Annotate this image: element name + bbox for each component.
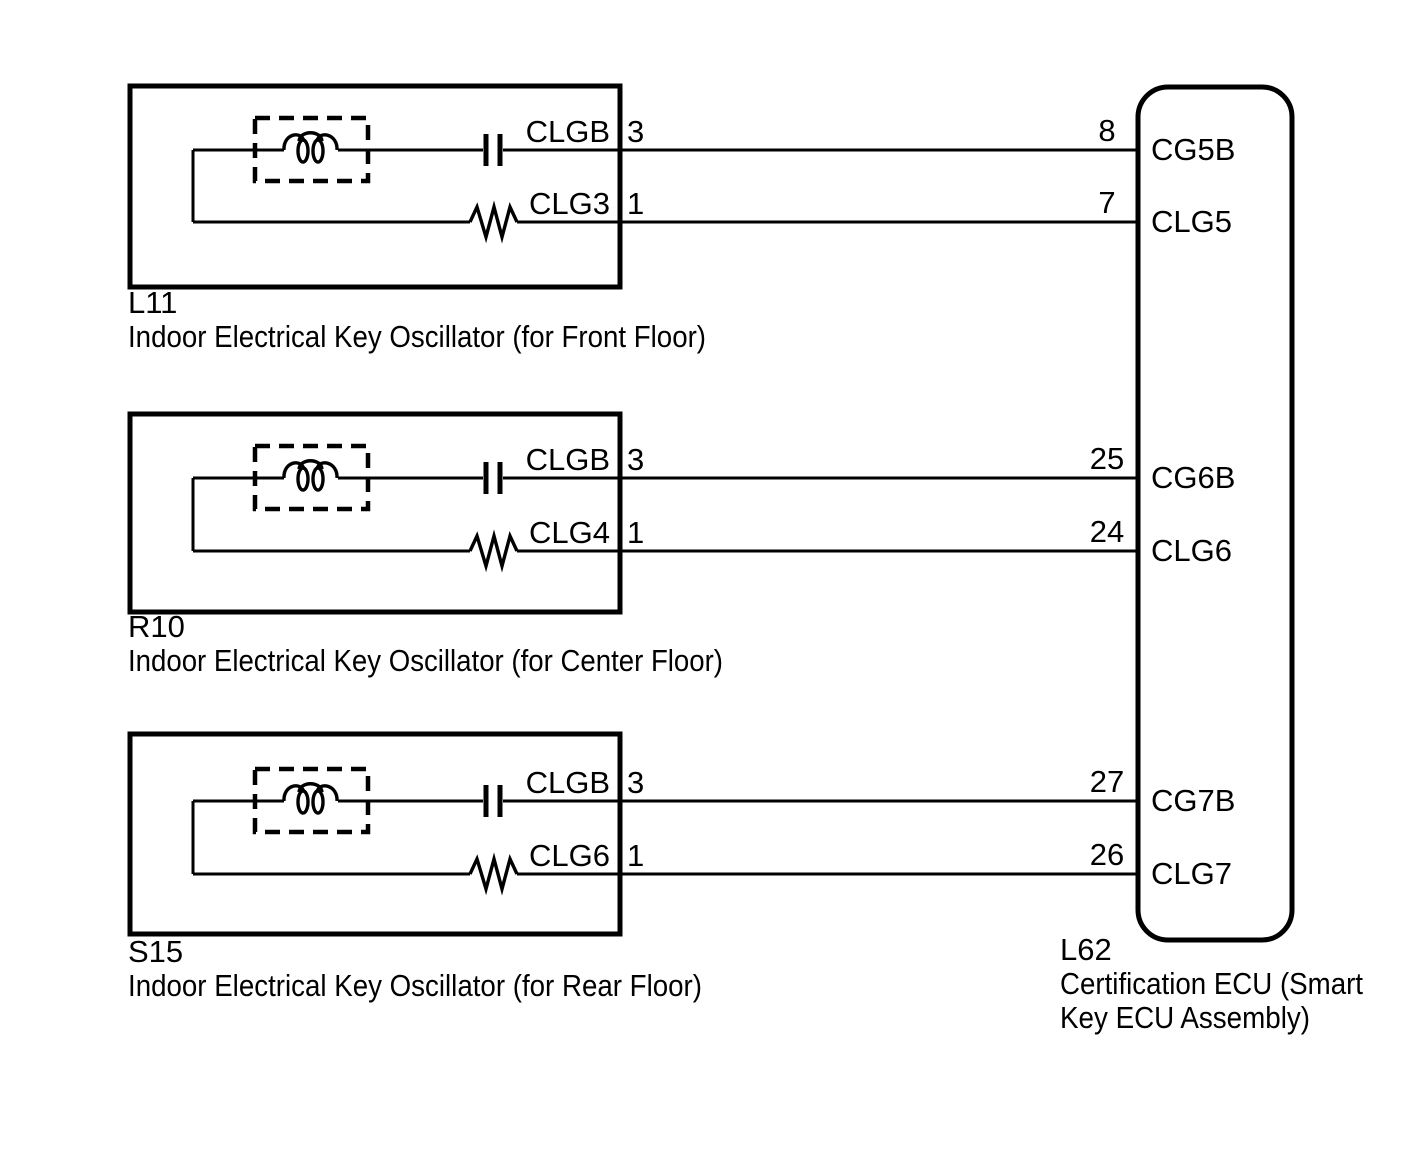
resistor-icon	[468, 852, 519, 896]
pin-number: 1	[627, 838, 644, 873]
pin-number: 1	[627, 186, 644, 221]
oscillator-block-s15: CLGB 3 CLG6 1 S15 Indoor Electrical Key …	[127, 731, 1138, 1003]
component-description: Indoor Electrical Key Oscillator (for Re…	[128, 968, 702, 1003]
ecu-pin-number: 27	[1090, 764, 1124, 799]
wire-label: CLG3	[529, 186, 610, 221]
pin-number: 1	[627, 515, 644, 550]
wire-label: CLG4	[529, 515, 610, 550]
ecu-pin-label: CLG5	[1151, 204, 1232, 239]
wire-label: CLGB	[526, 442, 610, 477]
component-box	[127, 83, 623, 290]
component-description-line1: Certification ECU (Smart	[1060, 966, 1363, 1001]
wire-label: CLGB	[526, 114, 610, 149]
inductor-coil-icon	[282, 131, 339, 164]
ecu-pin-label: CLG6	[1151, 533, 1232, 568]
antenna-dashed-box	[252, 766, 371, 835]
wire-label: CLG6	[529, 838, 610, 873]
component-description-line2: Key ECU Assembly)	[1060, 1000, 1310, 1035]
inductor-coil-icon	[282, 782, 339, 815]
ecu-box	[1135, 84, 1295, 943]
component-id: L62	[1060, 932, 1112, 967]
pin-number: 3	[627, 114, 644, 149]
ecu-pin-label: CG7B	[1151, 783, 1235, 818]
ecu-pin-number: 25	[1090, 441, 1124, 476]
component-id: L11	[128, 285, 177, 320]
resistor-icon	[468, 200, 519, 244]
pin-number: 3	[627, 765, 644, 800]
component-description: Indoor Electrical Key Oscillator (for Fr…	[128, 319, 706, 354]
component-id: S15	[128, 934, 183, 969]
capacitor-icon	[483, 134, 503, 166]
pin-number: 3	[627, 442, 644, 477]
antenna-dashed-box	[252, 115, 371, 184]
wire-label: CLGB	[526, 765, 610, 800]
component-id: R10	[128, 609, 185, 644]
component-box	[127, 731, 623, 937]
ecu-pin-label: CG6B	[1151, 460, 1235, 495]
ecu-pin-number: 26	[1090, 837, 1124, 872]
component-description: Indoor Electrical Key Oscillator (for Ce…	[128, 643, 723, 678]
ecu-pin-number: 24	[1090, 514, 1124, 549]
ecu-pin-label: CG5B	[1151, 132, 1235, 167]
oscillator-block-l11: CLGB 3 CLG3 1 L11 Indoor Electrical Key …	[127, 83, 1138, 354]
capacitor-icon	[483, 462, 503, 494]
oscillator-block-r10: CLGB 3 CLG4 1 R10 Indoor Electrical Key …	[127, 411, 1138, 678]
ecu-pin-number: 7	[1098, 185, 1115, 220]
ecu-pin-number: 8	[1098, 113, 1115, 148]
antenna-dashed-box	[252, 443, 371, 512]
capacitor-icon	[483, 785, 503, 817]
ecu-block-l62: CG5B CLG5 CG6B CLG6 CG7B CLG7 L62 Certif…	[1060, 84, 1363, 1035]
ecu-pin-label: CLG7	[1151, 856, 1232, 891]
inductor-coil-icon	[282, 459, 339, 492]
component-box	[127, 411, 623, 615]
resistor-icon	[468, 529, 519, 573]
